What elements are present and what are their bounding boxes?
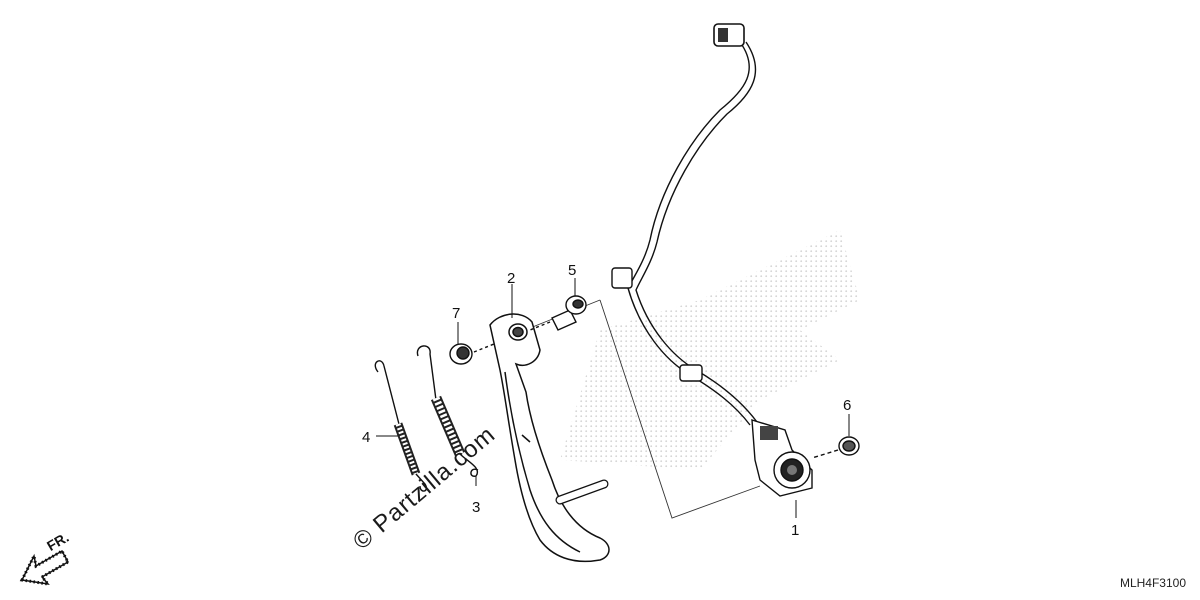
diagram-code: MLH4F3100	[1119, 576, 1186, 590]
spring-part-4	[374, 360, 428, 492]
side-stand-switch	[751, 419, 813, 497]
cable-clamp-lower	[679, 364, 703, 382]
collar-part-7	[449, 343, 495, 365]
cable-clamp-upper	[611, 267, 633, 289]
callout-3: 3	[472, 499, 480, 516]
callout-4: 4	[362, 429, 370, 446]
callout-2: 2	[507, 270, 515, 287]
callout-leaders	[376, 278, 850, 518]
callout-5: 5	[568, 262, 576, 279]
bolt-part-6	[811, 436, 860, 459]
front-direction-arrow-icon	[19, 548, 71, 587]
switch-cable	[611, 23, 758, 426]
pivot-bolt-part-5	[529, 295, 587, 331]
callout-7: 7	[452, 305, 460, 322]
callout-1: 1	[791, 522, 799, 539]
spring-part-3	[416, 345, 479, 477]
callout-6: 6	[843, 397, 851, 414]
background-wing-pattern	[560, 230, 860, 470]
side-stand-part-2	[489, 313, 610, 563]
